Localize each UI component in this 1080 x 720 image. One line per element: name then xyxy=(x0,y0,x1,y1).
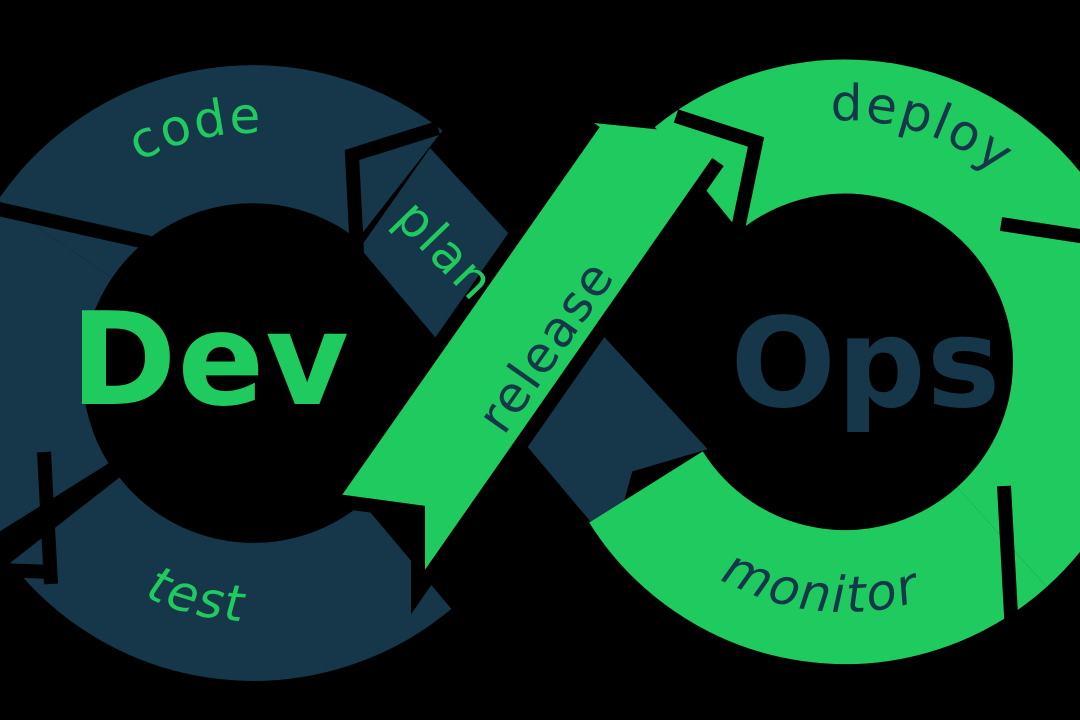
ops-word: Ops xyxy=(731,292,1002,436)
gap-deploy-chevron xyxy=(673,109,765,250)
gap-dev-lower-left xyxy=(37,451,58,585)
gap-dev-upper-left xyxy=(0,202,152,250)
gap-ops-lower-right xyxy=(997,485,1020,653)
gap-plan-chevron xyxy=(344,121,441,273)
release-ribbon xyxy=(330,123,762,592)
ops-loop-right-arc xyxy=(956,209,1080,587)
ops-loop-top-arc xyxy=(654,59,1080,280)
release-ribbon-outline-gap xyxy=(317,118,724,615)
dev-loop-bottom-arc xyxy=(10,476,452,681)
ops-loop-bottom-arc xyxy=(589,450,1047,665)
ops-loop xyxy=(317,59,1080,665)
segment-gaps xyxy=(0,109,1080,653)
gap-dev-lower-left-foot xyxy=(0,563,55,579)
dev-word: Dev xyxy=(70,286,350,435)
gap-ops-upper-right xyxy=(999,217,1080,244)
dev-loop-left-arc xyxy=(0,201,113,532)
